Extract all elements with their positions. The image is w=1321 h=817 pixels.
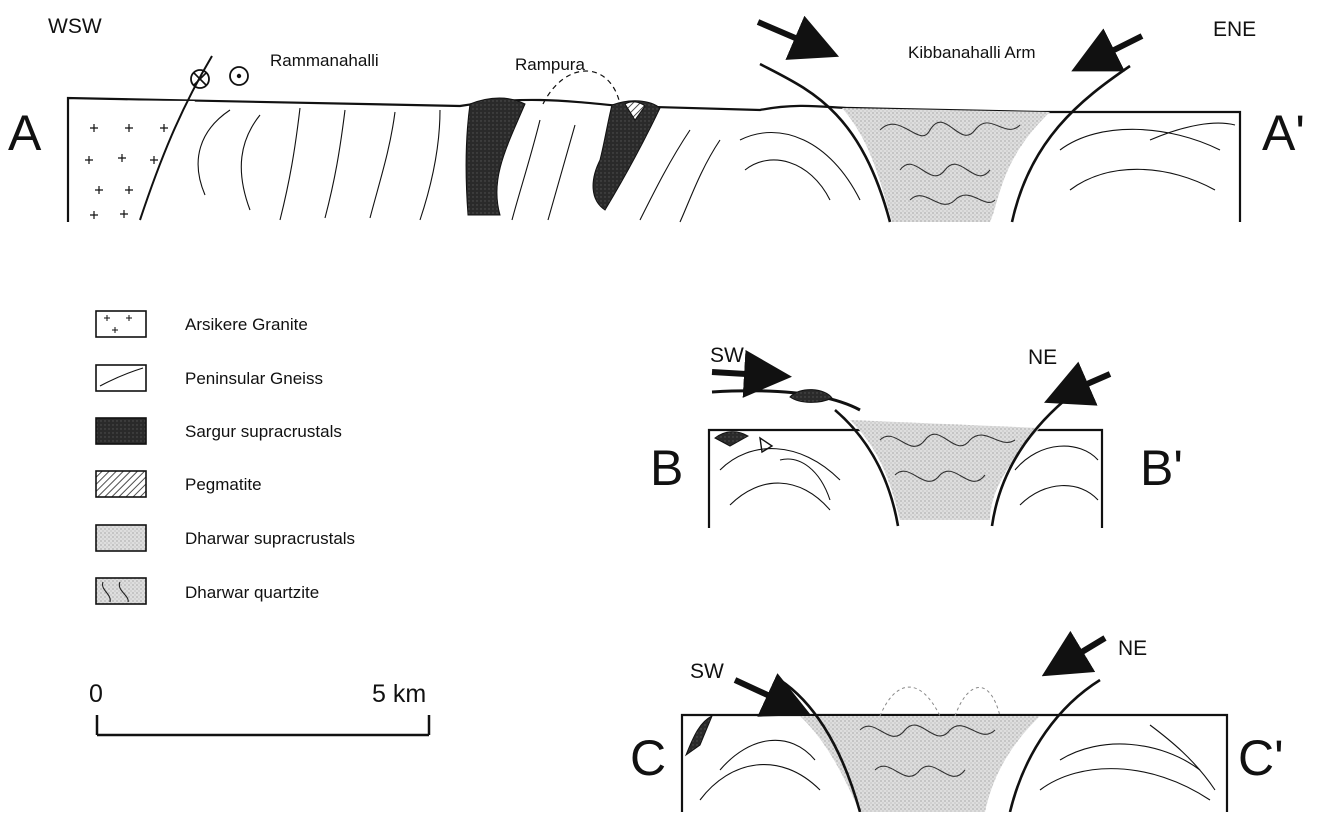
legend-item-peninsular-gneiss: Peninsular Gneiss <box>96 365 323 391</box>
place-label-kibbanahalli-arm: Kibbanahalli Arm <box>908 43 1036 62</box>
section-a-shear-zone-east <box>1012 66 1130 222</box>
scale-bar-end-label: 5 km <box>372 680 426 708</box>
section-b-right-direction: NE <box>1028 346 1057 369</box>
section-c-west-shear-arrow <box>735 680 800 710</box>
section-b-triangle-marker <box>760 438 772 452</box>
section-a: WSW ENE A A' Rammanahalli Rampura Kibban… <box>8 15 1305 222</box>
legend-label: Dharwar quartzite <box>185 583 319 602</box>
legend-label: Sargur supracrustals <box>185 422 342 441</box>
section-b-right-label: B' <box>1140 440 1183 496</box>
section-c-right-direction: NE <box>1118 637 1147 660</box>
legend-swatch-sargur <box>96 418 146 444</box>
section-a-eroded-fold <box>543 71 620 104</box>
section-a-dharwar-basin <box>842 108 1050 222</box>
section-c-right-label: C' <box>1238 730 1284 786</box>
legend: Arsikere Granite Peninsular Gneiss Sargu… <box>96 311 355 604</box>
legend-item-dharwar-supracrustals: Dharwar supracrustals <box>96 525 355 551</box>
section-a-right-direction: ENE <box>1213 18 1256 41</box>
section-b-left-label: B <box>650 440 683 496</box>
section-b: SW NE B B' <box>650 344 1183 528</box>
section-c-dharwar-basin <box>800 716 1040 812</box>
legend-item-dharwar-quartzite: Dharwar quartzite <box>96 578 319 604</box>
legend-item-pegmatite: Pegmatite <box>96 471 262 497</box>
section-a-gneiss-foliation <box>198 108 1235 222</box>
section-c-left-direction: SW <box>690 660 724 683</box>
section-b-thrust-surface <box>712 391 860 410</box>
section-a-right-label: A' <box>1262 105 1305 161</box>
section-c-sargur-sliver <box>686 716 712 755</box>
legend-swatch-granite <box>96 311 146 337</box>
section-a-west-shear-arrow <box>758 22 828 52</box>
section-c-shear-zone-east <box>1010 680 1100 812</box>
legend-swatch-pegmatite <box>96 471 146 497</box>
scale-bar: 0 5 km <box>89 680 429 735</box>
section-b-east-shear-arrow <box>1055 374 1110 398</box>
section-c-east-shear-arrow <box>1052 638 1105 670</box>
section-a-left-label: A <box>8 105 42 161</box>
section-b-dharwar-basin <box>850 420 1040 520</box>
place-label-rammanahalli: Rammanahalli <box>270 51 379 70</box>
scale-bar-start-label: 0 <box>89 680 103 708</box>
movement-out-of-page-icon <box>230 67 248 85</box>
section-a-sargur-band-2 <box>593 101 660 210</box>
section-a-sargur-band-1 <box>466 98 525 215</box>
section-a-left-direction: WSW <box>48 15 102 38</box>
legend-label: Arsikere Granite <box>185 315 308 334</box>
legend-item-sargur-supracrustals: Sargur supracrustals <box>96 418 342 444</box>
section-b-sargur-sliver <box>715 432 748 446</box>
section-c-left-label: C <box>630 730 666 786</box>
section-b-left-direction: SW <box>710 344 744 367</box>
legend-swatch-dharwar-quartzite <box>96 578 146 604</box>
section-c-eroded-folds <box>880 687 1000 716</box>
legend-swatch-dharwar-supracrustals <box>96 525 146 551</box>
section-a-east-shear-arrow <box>1082 36 1142 66</box>
section-c: SW NE C C' <box>630 637 1284 812</box>
legend-label: Dharwar supracrustals <box>185 529 355 548</box>
section-b-west-shear-arrow <box>712 372 780 376</box>
legend-item-arsikere-granite: Arsikere Granite <box>96 311 308 337</box>
place-label-rampura: Rampura <box>515 55 585 74</box>
legend-label: Peninsular Gneiss <box>185 369 323 388</box>
legend-label: Pegmatite <box>185 475 262 494</box>
